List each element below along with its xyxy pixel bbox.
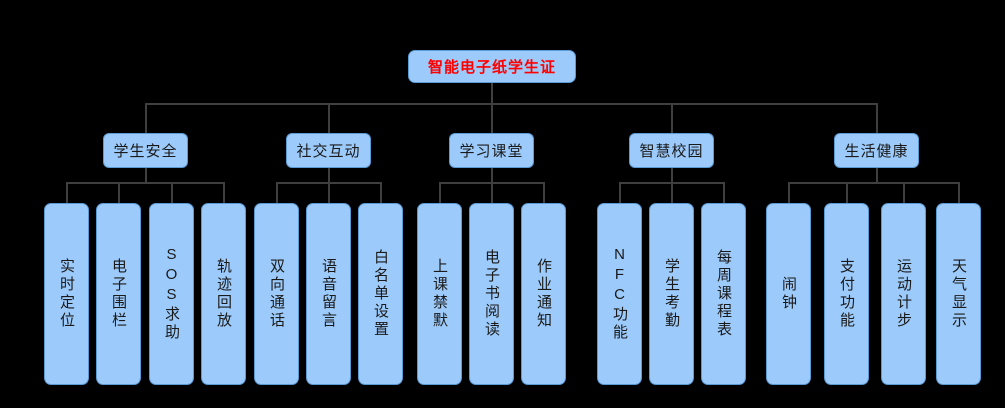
category-node-social-interaction[interactable]: 社交互动	[286, 133, 371, 168]
category-label: 社交互动	[296, 143, 361, 160]
category-node-learning-classroom[interactable]: 学习课堂	[449, 133, 534, 168]
leaf-node-payment-function[interactable]: 支付功能	[824, 203, 869, 385]
connector-cat-4-stem	[876, 168, 878, 183]
leaf-label: 实时定位	[58, 258, 75, 330]
leaf-node-whitelist-settings[interactable]: 白名单设置	[358, 203, 403, 385]
connector-drop-cat-1	[328, 103, 330, 134]
connector-leafbus-0	[66, 182, 224, 184]
leaf-node-class-mute[interactable]: 上课禁默	[417, 203, 462, 385]
leaf-node-student-attendance[interactable]: 学生考勤	[649, 203, 694, 385]
connector-drop-leaf-0-3	[223, 182, 225, 204]
root-node-label: 智能电子纸学生证	[427, 59, 556, 76]
category-label: 学习课堂	[459, 143, 524, 160]
leaf-label: 双向通话	[268, 258, 285, 330]
connector-drop-cat-3	[671, 103, 673, 134]
leaf-label: 运动计步	[895, 258, 912, 330]
connector-drop-leaf-1-0	[276, 182, 278, 204]
root-node[interactable]: 智能电子纸学生证	[408, 50, 576, 83]
leaf-label: 每周课程表	[715, 249, 732, 339]
leaf-label: 上课禁默	[431, 258, 448, 330]
leaf-node-nfc-function[interactable]: NFC功能	[597, 203, 642, 385]
leaf-label: 学生考勤	[663, 258, 680, 330]
leaf-node-voice-message[interactable]: 语音留言	[306, 203, 351, 385]
leaf-label: 作业通知	[535, 258, 552, 330]
leaf-node-track-playback[interactable]: 轨迹回放	[201, 203, 246, 385]
connector-drop-leaf-4-2	[903, 182, 905, 204]
connector-cat-0-stem	[145, 168, 147, 183]
connector-drop-leaf-0-0	[66, 182, 68, 204]
connector-cat-1-stem	[328, 168, 330, 183]
category-label: 生活健康	[844, 143, 909, 160]
leaf-label: 白名单设置	[372, 249, 389, 339]
connector-drop-leaf-4-1	[846, 182, 848, 204]
category-node-life-health[interactable]: 生活健康	[834, 133, 919, 168]
connector-drop-leaf-2-0	[439, 182, 441, 204]
connector-drop-leaf-3-2	[723, 182, 725, 204]
leaf-node-weekly-schedule[interactable]: 每周课程表	[701, 203, 746, 385]
connector-level2-bus	[146, 103, 878, 105]
leaf-node-two-way-call[interactable]: 双向通话	[254, 203, 299, 385]
connector-root-stem	[491, 83, 493, 104]
leaf-label: 闹钟	[780, 276, 797, 312]
leaf-label: 支付功能	[838, 258, 855, 330]
leaf-label: NFC功能	[611, 246, 628, 342]
connector-drop-leaf-3-0	[619, 182, 621, 204]
connector-drop-leaf-1-1	[328, 182, 330, 204]
leaf-label: 电子围栏	[110, 258, 127, 330]
leaf-node-ebook-reading[interactable]: 电子书阅读	[469, 203, 514, 385]
leaf-label: SOS求助	[163, 246, 180, 342]
connector-cat-2-stem	[491, 168, 493, 183]
category-label: 智慧校园	[639, 143, 704, 160]
connector-leafbus-4	[788, 182, 958, 184]
connector-drop-leaf-4-0	[788, 182, 790, 204]
connector-drop-leaf-2-1	[491, 182, 493, 204]
leaf-node-alarm-clock[interactable]: 闹钟	[766, 203, 811, 385]
connector-drop-leaf-0-2	[171, 182, 173, 204]
leaf-node-sos-help[interactable]: SOS求助	[149, 203, 194, 385]
connector-drop-cat-0	[145, 103, 147, 134]
category-node-student-safety[interactable]: 学生安全	[103, 133, 188, 168]
connector-drop-leaf-0-1	[118, 182, 120, 204]
connector-drop-leaf-1-2	[380, 182, 382, 204]
connector-cat-3-stem	[671, 168, 673, 183]
leaf-node-step-counter[interactable]: 运动计步	[881, 203, 926, 385]
leaf-node-weather-display[interactable]: 天气显示	[936, 203, 981, 385]
leaf-label: 轨迹回放	[215, 258, 232, 330]
connector-drop-cat-4	[876, 103, 878, 134]
leaf-label: 语音留言	[320, 258, 337, 330]
leaf-node-homework-notice[interactable]: 作业通知	[521, 203, 566, 385]
category-node-smart-campus[interactable]: 智慧校园	[629, 133, 714, 168]
connector-drop-leaf-2-2	[543, 182, 545, 204]
connector-drop-leaf-3-1	[671, 182, 673, 204]
leaf-label: 天气显示	[950, 258, 967, 330]
leaf-label: 电子书阅读	[483, 249, 500, 339]
connector-drop-leaf-4-3	[958, 182, 960, 204]
leaf-node-electronic-fence[interactable]: 电子围栏	[96, 203, 141, 385]
category-label: 学生安全	[113, 143, 178, 160]
leaf-node-realtime-location[interactable]: 实时定位	[44, 203, 89, 385]
connector-drop-cat-2	[491, 103, 493, 134]
